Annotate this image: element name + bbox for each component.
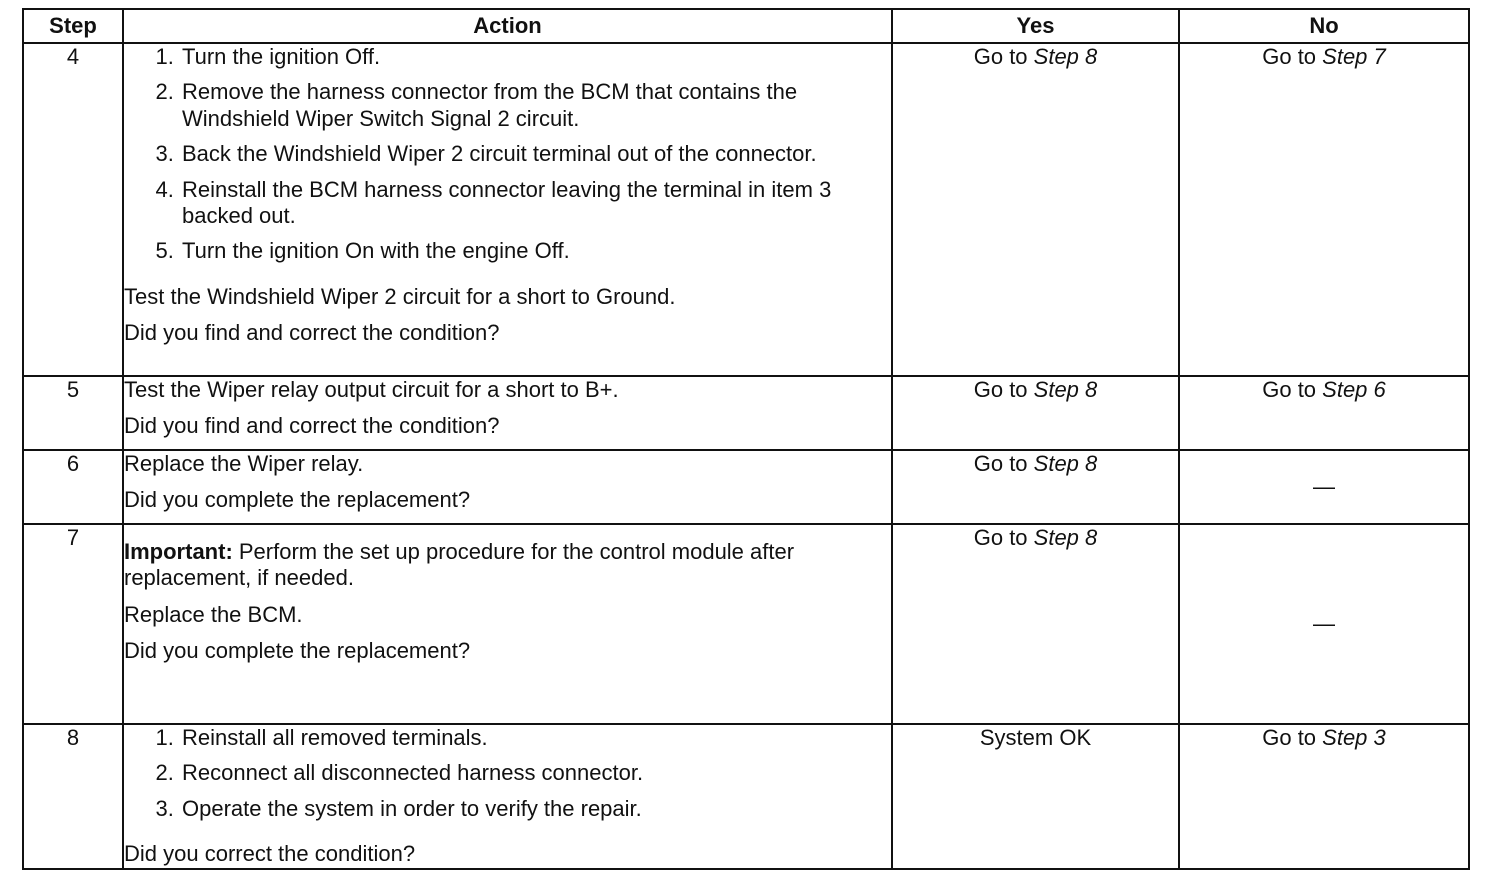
question-text: Did you complete the replacement? [124, 638, 471, 664]
procedure-list: Turn the ignition Off. Remove the harnes… [124, 44, 891, 274]
yes-cell: Go to Step 8 [891, 375, 1180, 451]
instruction-text: Replace the BCM. [124, 601, 303, 627]
header-step: Step [22, 8, 124, 44]
step-number: 5 [22, 375, 124, 451]
header-row: Step Action Yes No [22, 8, 1470, 44]
important-note: Important: Perform the set up procedure … [124, 539, 795, 591]
yes-cell: Go to Step 8 [891, 523, 1180, 725]
table-row: 4 Turn the ignition Off. Remove the harn… [22, 42, 1470, 377]
table-row: 8 Reinstall all removed terminals. Recon… [22, 723, 1470, 870]
action-cell: Turn the ignition Off. Remove the harnes… [122, 42, 893, 377]
yes-cell: System OK [891, 723, 1180, 870]
list-item: Reconnect all disconnected harness conne… [180, 760, 891, 786]
question-text: Did you correct the condition? [124, 841, 416, 867]
no-cell: Go to Step 7 [1178, 42, 1470, 377]
step-number: 4 [22, 42, 124, 377]
step-number: 7 [22, 523, 124, 725]
procedure-list: Reinstall all removed terminals. Reconne… [124, 725, 891, 831]
question-text: Did you find and correct the condition? [124, 413, 500, 439]
list-item: Turn the ignition Off. [180, 44, 891, 70]
step-reference: Step 8 [1033, 44, 1098, 69]
action-cell: Important: Perform the set up procedure … [122, 523, 893, 725]
important-label: Important: [124, 539, 233, 564]
yes-cell: Go to Step 8 [891, 42, 1180, 377]
test-instruction: Test the Windshield Wiper 2 circuit for … [124, 283, 676, 309]
step-reference: Step 3 [1322, 725, 1386, 750]
list-item: Operate the system in order to verify th… [180, 796, 891, 822]
step-number: 8 [22, 723, 124, 870]
list-item: Back the Windshield Wiper 2 circuit term… [180, 141, 891, 167]
action-cell: Test the Wiper relay output circuit for … [122, 375, 893, 451]
list-item: Remove the harness connector from the BC… [180, 79, 891, 132]
yes-cell: Go to Step 8 [891, 449, 1180, 525]
step-reference: Step 7 [1322, 44, 1386, 69]
test-instruction: Test the Wiper relay output circuit for … [124, 377, 619, 402]
step-number: 6 [22, 449, 124, 525]
step-reference: Step 8 [1033, 451, 1098, 476]
header-yes: Yes [891, 8, 1180, 44]
table-row: 6 Replace the Wiper relay. Did you compl… [22, 449, 1470, 525]
instruction-text: Replace the Wiper relay. [124, 451, 364, 476]
list-item: Reinstall all removed terminals. [180, 725, 891, 751]
step-reference: Step 8 [1033, 377, 1098, 402]
list-item: Reinstall the BCM harness connector leav… [180, 177, 891, 230]
question-text: Did you find and correct the condition? [124, 320, 500, 346]
action-cell: Replace the Wiper relay. Did you complet… [122, 449, 893, 525]
no-cell: — [1178, 449, 1470, 525]
step-reference: Step 8 [1033, 525, 1098, 550]
table-row: 7 Important: Perform the set up procedur… [22, 523, 1470, 725]
table-row: 5 Test the Wiper relay output circuit fo… [22, 375, 1470, 451]
header-action: Action [122, 8, 893, 44]
no-cell: Go to Step 3 [1178, 723, 1470, 870]
list-item: Turn the ignition On with the engine Off… [180, 238, 891, 264]
question-text: Did you complete the replacement? [124, 487, 471, 513]
diagnostic-table: Step Action Yes No 4 Turn the ignition O… [22, 8, 1470, 870]
step-reference: Step 6 [1322, 377, 1386, 402]
no-cell: Go to Step 6 [1178, 375, 1470, 451]
action-cell: Reinstall all removed terminals. Reconne… [122, 723, 893, 870]
no-cell: — [1178, 523, 1470, 725]
header-no: No [1178, 8, 1470, 44]
